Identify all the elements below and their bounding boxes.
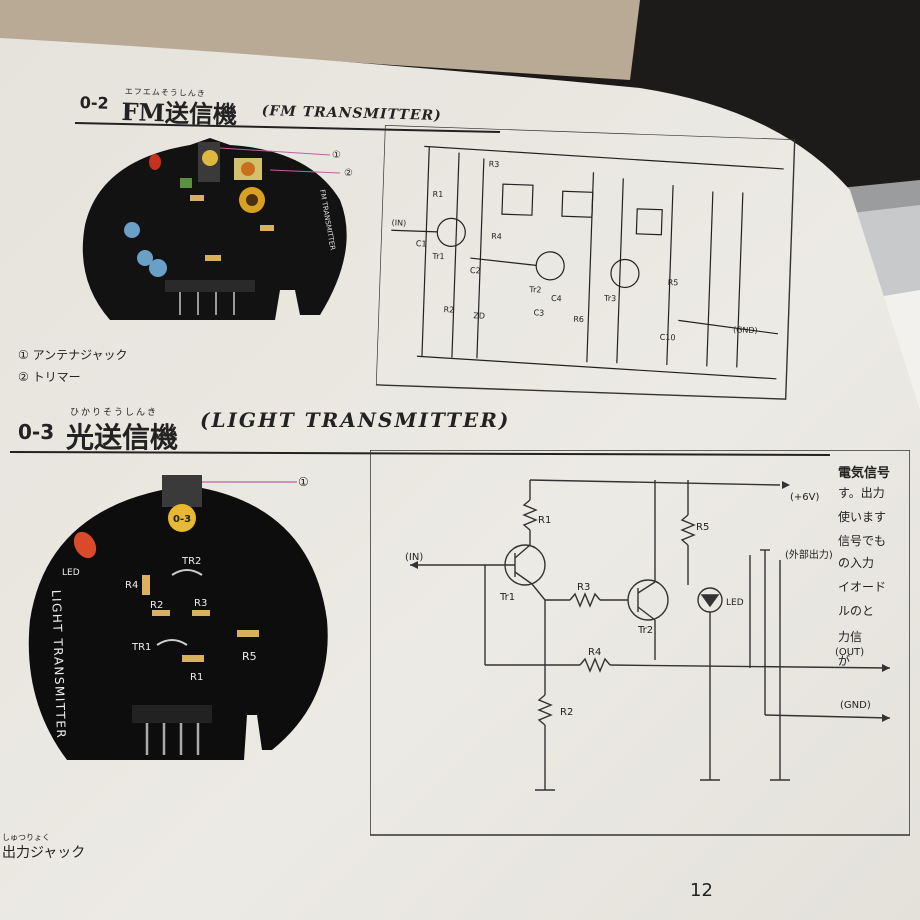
svg-text:Tr2: Tr2	[528, 285, 541, 294]
svg-text:R2: R2	[560, 707, 573, 718]
svg-text:R3: R3	[489, 160, 500, 169]
svg-text:R5: R5	[242, 650, 257, 663]
svg-text:(GND): (GND)	[733, 325, 758, 335]
svg-text:(IN): (IN)	[391, 218, 406, 228]
light-title-en: (LIGHT TRANSMITTER)	[200, 408, 511, 432]
side-text-0: 電気信号	[838, 466, 891, 481]
svg-text:TR2: TR2	[181, 556, 201, 567]
light-title-jp: 光送信機	[66, 421, 179, 454]
side-text-7: 力信	[838, 630, 863, 644]
svg-text:(GND): (GND)	[840, 700, 871, 711]
side-text-5: イオード	[838, 580, 887, 594]
svg-text:TR1: TR1	[131, 642, 151, 653]
svg-text:C2: C2	[470, 266, 481, 275]
svg-text:②: ②	[344, 168, 353, 179]
side-text-1: す。出力	[838, 486, 885, 500]
svg-text:Tr1: Tr1	[499, 592, 515, 603]
fm-title-jp: FM送信機	[121, 96, 238, 130]
svg-text:C4: C4	[551, 294, 562, 303]
svg-text:R1: R1	[432, 190, 443, 199]
light-ruby: ひかりそうしんき	[70, 408, 159, 418]
bottom-ruby: しゅつりょく	[2, 833, 50, 842]
fm-badge: 0-2	[79, 93, 109, 113]
svg-text:①: ①	[298, 475, 309, 489]
fm-board: ① ② FM TRANSMITTER	[82, 138, 353, 320]
svg-text:R3: R3	[577, 582, 590, 593]
page-number: 12	[690, 880, 713, 901]
bottom-caption: 出力ジャック	[2, 845, 86, 861]
side-text-8: が	[838, 654, 851, 668]
svg-text:R2: R2	[443, 305, 454, 314]
svg-text:Tr2: Tr2	[637, 625, 653, 636]
svg-text:C3: C3	[533, 308, 544, 317]
svg-text:(IN): (IN)	[405, 552, 423, 563]
fm-legend-2: ② トリマー	[18, 370, 81, 384]
light-badge: 0-3	[18, 420, 55, 444]
fm-schematic: (IN) Tr1 Tr2 Tr3 R1 R2 R3 R4 R5 R6 C1 C2…	[375, 125, 796, 400]
svg-text:(外部出力): (外部出力)	[785, 548, 833, 561]
svg-text:Tr1: Tr1	[431, 252, 444, 261]
svg-text:(OUT): (OUT)	[835, 647, 864, 658]
svg-text:C1: C1	[416, 239, 427, 248]
svg-text:(+6V): (+6V)	[790, 492, 819, 503]
fm-legend-1: ① アンテナジャック	[18, 348, 128, 362]
svg-text:R5: R5	[696, 522, 709, 533]
svg-text:R4: R4	[125, 580, 138, 591]
svg-text:R2: R2	[150, 600, 163, 611]
side-text-6: ルのと	[838, 604, 875, 618]
side-text-4: の入力	[838, 556, 875, 570]
svg-text:LIGHT TRANSMITTER: LIGHT TRANSMITTER	[49, 590, 68, 740]
svg-text:C10: C10	[660, 333, 676, 343]
light-board: 0-3 ① LED R4 TR2 R2 R3 TR1 R5 R1 LIGHT T…	[28, 475, 328, 760]
svg-text:LED: LED	[726, 598, 744, 608]
svg-text:LED: LED	[62, 568, 80, 578]
svg-text:①: ①	[332, 150, 341, 161]
svg-text:R5: R5	[668, 278, 679, 287]
svg-text:ZD: ZD	[473, 311, 485, 320]
svg-text:R3: R3	[194, 598, 207, 609]
svg-text:Tr3: Tr3	[603, 294, 616, 303]
side-text-3: 信号でも	[838, 534, 887, 548]
svg-text:R4: R4	[491, 232, 502, 241]
svg-text:0-3: 0-3	[173, 514, 191, 525]
svg-text:R4: R4	[588, 647, 601, 658]
svg-text:R1: R1	[538, 515, 551, 526]
light-schematic: (+6V) (IN) (OUT) (GND) (外部出力) R1 R2 R3 R…	[370, 450, 910, 836]
side-text-2: 使います	[838, 510, 887, 524]
svg-text:R6: R6	[573, 315, 584, 324]
svg-text:R1: R1	[190, 672, 203, 683]
